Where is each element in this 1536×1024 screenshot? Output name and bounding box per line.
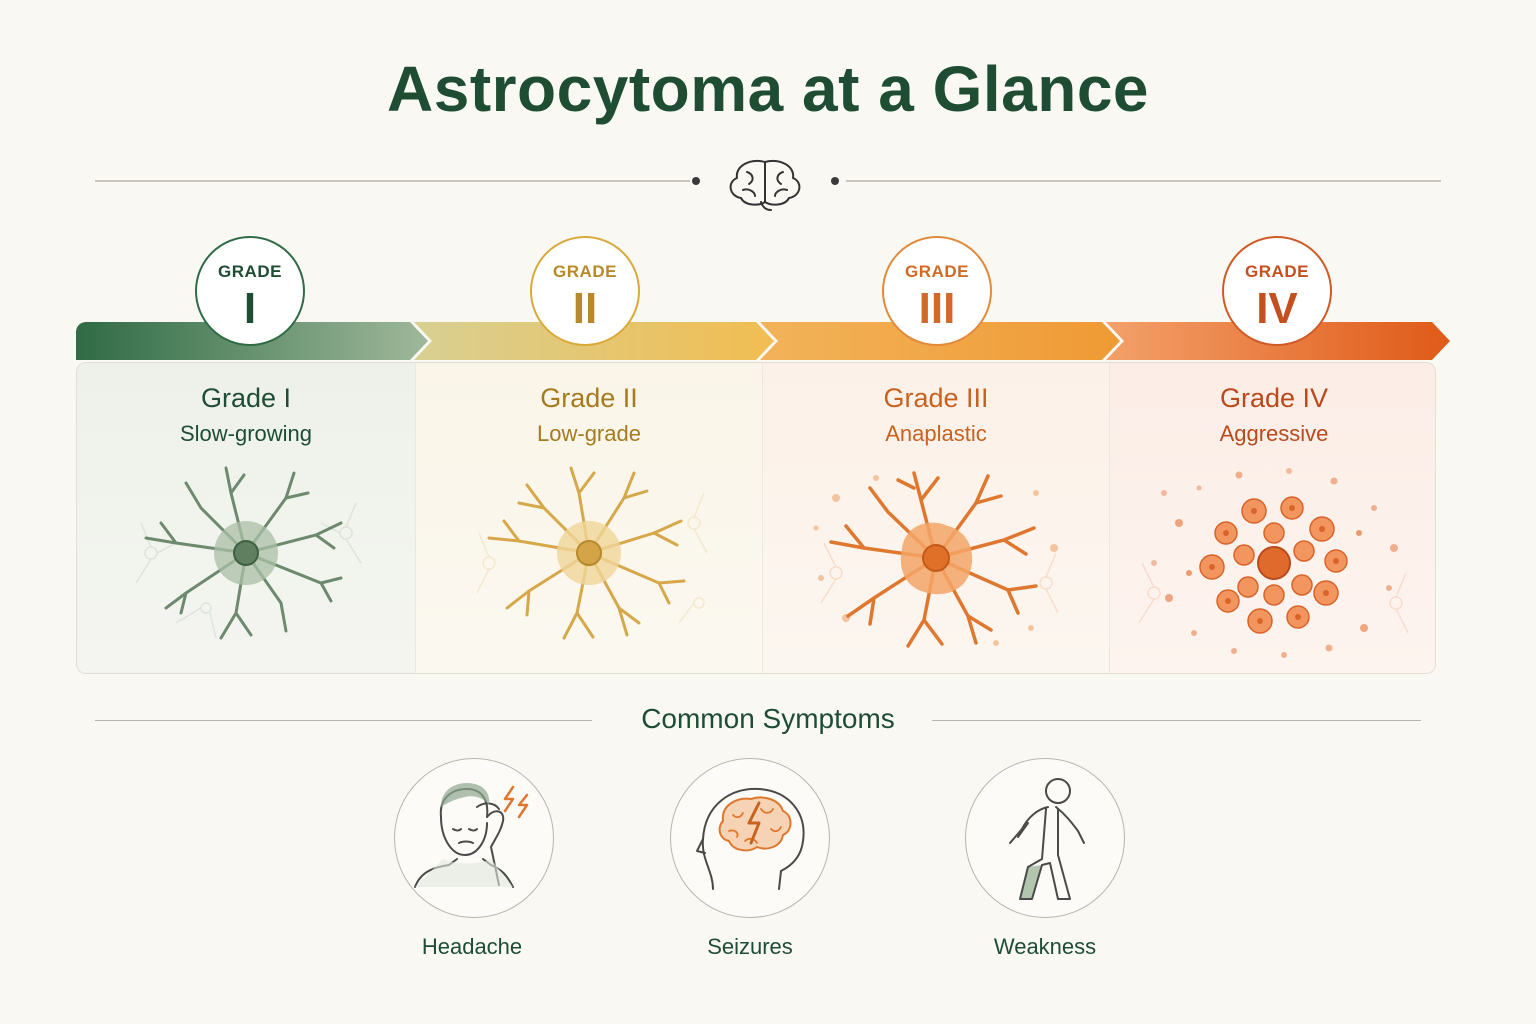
grade-description: Slow-growing	[179, 421, 313, 446]
grade-name: Grade IV	[1219, 383, 1329, 413]
weakness-circle	[965, 758, 1125, 918]
symptoms-heading: Common Symptoms	[641, 703, 895, 734]
grade-badge-2: GRADE II	[530, 236, 640, 346]
astrocyte-grade-1-illustration	[135, 466, 362, 640]
grade-name: Grade II	[540, 383, 638, 413]
badge-numeral: I	[243, 284, 257, 333]
badge-numeral: II	[572, 284, 598, 333]
badge-word: GRADE	[218, 262, 282, 281]
grade-description: Low-grade	[537, 421, 641, 446]
grade-name: Grade III	[883, 383, 989, 413]
headache-icon	[414, 783, 529, 888]
astrocyte-grade-3-illustration	[813, 471, 1059, 648]
brain-icon	[729, 160, 801, 211]
title-divider	[95, 160, 1441, 211]
grade-badge-4: GRADE IV	[1222, 236, 1332, 346]
symptoms-divider-left	[95, 720, 592, 721]
grades-panel: Grade I Slow-growing Grade	[76, 362, 1436, 674]
badge-numeral: IV	[1256, 284, 1298, 333]
symptom-label: Seizures	[707, 934, 793, 959]
page-title: Astrocytoma at a Glance	[387, 53, 1149, 125]
badge-numeral: III	[918, 284, 956, 333]
seizure-brain-icon	[696, 787, 805, 890]
headache-circle	[394, 758, 554, 918]
grade-column-3: Grade III Anaplastic	[762, 363, 1109, 673]
badge-word: GRADE	[1245, 262, 1309, 281]
grade-column-4: Grade IV Aggressive	[1109, 363, 1435, 673]
grade-description: Anaplastic	[885, 421, 987, 446]
astrocyte-grade-2-illustration	[476, 466, 708, 640]
seizures-circle	[670, 758, 830, 918]
grade-column-2: Grade II Low-grade	[415, 363, 762, 673]
grade-column-1: Grade I Slow-growing	[77, 363, 415, 673]
grade-name: Grade I	[200, 383, 292, 413]
grade-badge-1: GRADE I	[195, 236, 305, 346]
symptoms-divider-right	[932, 720, 1421, 721]
badge-word: GRADE	[553, 262, 617, 281]
weakness-walking-icon	[1009, 778, 1085, 900]
symptom-label: Headache	[421, 934, 523, 959]
astrocyte-grade-4-illustration	[1138, 468, 1409, 658]
symptom-label: Weakness	[993, 934, 1097, 959]
grade-badge-3: GRADE III	[882, 236, 992, 346]
grade-description: Aggressive	[1219, 421, 1329, 446]
badge-word: GRADE	[905, 262, 969, 281]
